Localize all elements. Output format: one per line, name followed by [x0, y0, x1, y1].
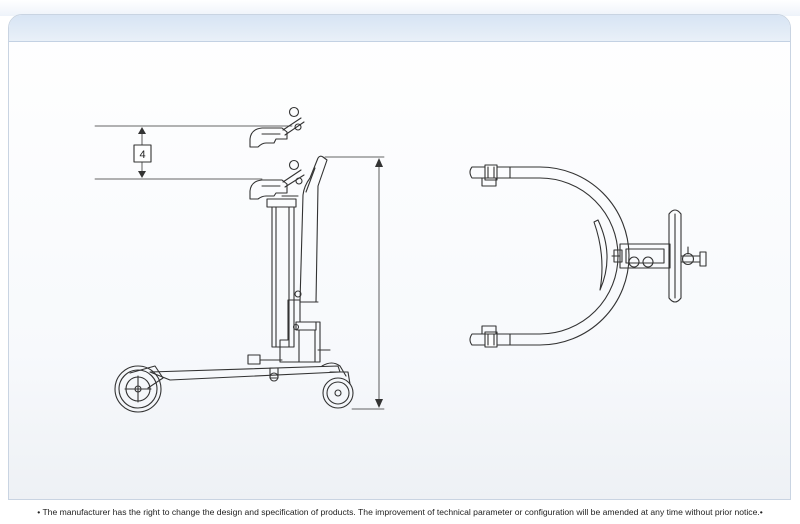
saddle-pad [593, 219, 608, 291]
lift-dimension-label: 4 [139, 149, 145, 161]
side-view: 4 [94, 106, 385, 413]
rear-wheel [114, 365, 164, 413]
top-view [469, 164, 707, 348]
handwheel [668, 209, 682, 303]
footer-bullet-right: • [759, 507, 763, 517]
footer-bullet-left: • [37, 507, 41, 517]
release-knob [680, 246, 707, 267]
footer-notice-text: The manufacturer has the right to change… [42, 507, 760, 517]
lift-dimension-box [133, 144, 152, 163]
top-caster-front [469, 164, 511, 187]
handle [299, 155, 328, 303]
u-frame-outer [505, 166, 630, 346]
drawing-panel [8, 14, 791, 500]
base-frame [149, 362, 347, 382]
panel-header [9, 15, 790, 42]
top-bar [0, 0, 800, 16]
footer-notice: • The manufacturer has the right to chan… [0, 507, 800, 517]
jaw-assembly [611, 243, 671, 269]
caster-wheel [322, 371, 354, 409]
lowered-jaw [249, 159, 305, 200]
top-caster-rear [469, 325, 511, 348]
mast [266, 198, 297, 348]
raised-jaw [249, 106, 305, 148]
pump-assembly [247, 290, 331, 365]
